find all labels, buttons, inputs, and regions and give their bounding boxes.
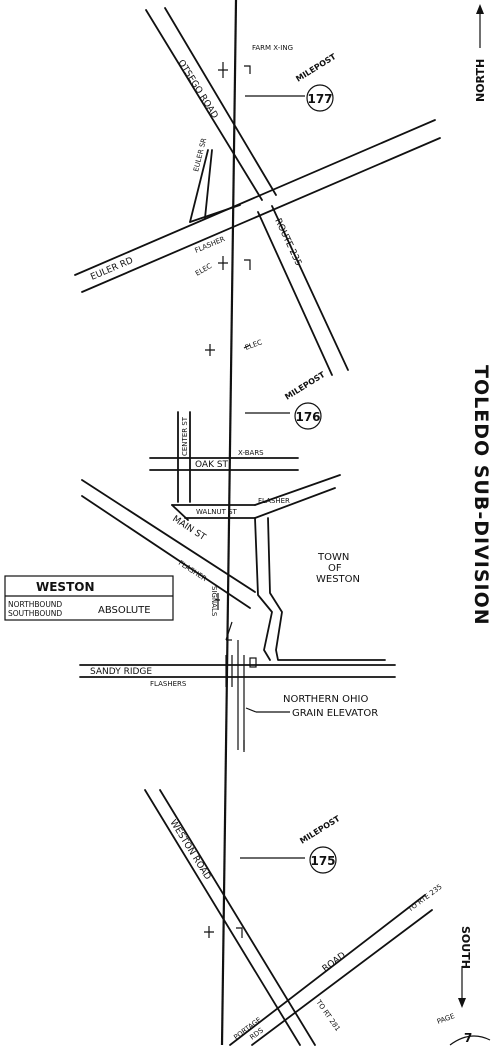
road-label-sandy-ridge: SANDY RIDGE (90, 667, 152, 677)
south-label: SOUTH (459, 926, 472, 969)
elec-label: ELEC (194, 262, 213, 278)
roads-weston (79, 411, 396, 687)
farm-xing-label: FARM X-ING (252, 44, 293, 52)
flasher-label: FLASHER (194, 235, 227, 255)
south-arrow: SOUTH (458, 926, 472, 1008)
station-box: WESTON NORTHBOUND SOUTHBOUND ABSOLUTE (4, 575, 174, 621)
page-number: 7 (464, 1031, 472, 1045)
milepost-label: MILEPOST (283, 370, 327, 402)
svg-text:TOWN: TOWN (317, 552, 349, 563)
milepost-number: 177 (307, 92, 332, 106)
xbars-label: X-BARS (238, 449, 264, 457)
milepost-number: 175 (310, 854, 335, 868)
road-label-route-235: ROUTE 235 (272, 217, 303, 268)
road-label-oak-st: OAK ST (195, 460, 229, 470)
north-arrow: NORTH (474, 4, 487, 102)
milepost-176: MILEPOST 176 (245, 370, 327, 430)
road-label-walnut-st: WALNUT ST (196, 508, 238, 516)
road-label-to-rte-235: TO RTE 235 (406, 883, 444, 914)
grain-elevator-label: NORTHERN OHIO GRAIN ELEVATOR (256, 694, 378, 719)
road-label-center-st: CENTER ST (181, 416, 189, 456)
northbound-label: NORTHBOUND (8, 600, 62, 609)
crossing-markers (204, 62, 257, 938)
milepost-label: MILEPOST (294, 52, 338, 84)
town-label: TOWN OF WESTON (316, 552, 360, 585)
roads-south (144, 789, 433, 1046)
absolute-label: ABSOLUTE (98, 605, 151, 616)
signals-label: SIGNALS (210, 586, 218, 617)
flashers-label: FLASHERS (150, 680, 187, 688)
southbound-label: SOUTHBOUND (8, 609, 62, 618)
road-label-road: ROAD (321, 951, 348, 975)
milepost-label: MILEPOST (298, 814, 342, 846)
main-track (220, 0, 245, 1046)
subdivision-title: TOLEDO SUB-DIVISION (470, 365, 492, 626)
svg-text:OF: OF (328, 563, 342, 574)
road-label-to-rt-281: TO RT 281 (314, 998, 342, 1033)
flasher-label: FLASHER (258, 497, 290, 505)
page-marker: PAGE 7 (436, 1012, 491, 1046)
road-label-euler-sr: EULER SR (192, 137, 208, 172)
page-label: PAGE (436, 1012, 456, 1026)
station-name: WESTON (36, 580, 95, 594)
road-label-weston: WESTON ROAD (167, 818, 212, 882)
flasher-label: FLASHER (177, 559, 208, 583)
milepost-175: MILEPOST 175 (240, 814, 342, 874)
milepost-number: 176 (295, 410, 320, 424)
roads-north (74, 7, 441, 376)
svg-text:NORTHERN OHIO: NORTHERN OHIO (283, 694, 368, 705)
north-label: NORTH (474, 59, 487, 102)
svg-text:WESTON: WESTON (316, 574, 360, 585)
svg-text:GRAIN ELEVATOR: GRAIN ELEVATOR (292, 708, 378, 719)
elec-label: ELEC (244, 338, 263, 352)
milepost-177: MILEPOST 177 (245, 52, 338, 112)
